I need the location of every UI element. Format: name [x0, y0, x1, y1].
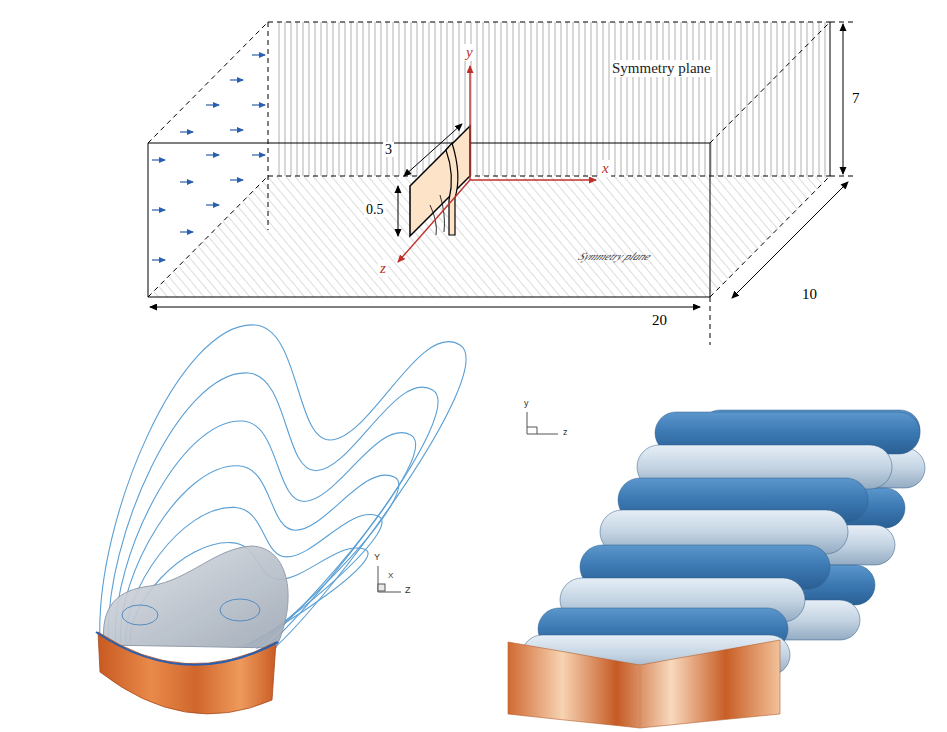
axis-label: X: [386, 572, 395, 581]
axis-label: z: [561, 428, 570, 438]
axis-label: y: [522, 399, 531, 409]
axis-label: Z: [403, 586, 413, 596]
axis-label: x: [600, 160, 611, 177]
plane-label: Symmetry plane: [574, 250, 657, 262]
dimension: 20: [650, 312, 669, 329]
axis-label: z: [378, 260, 388, 277]
dimension: 0.5: [364, 202, 386, 217]
plane-label: Symmetry plane: [610, 60, 713, 77]
axis-label: y: [464, 44, 475, 61]
axis-label: Y: [372, 553, 382, 563]
dimension: 7: [850, 90, 862, 107]
dimension: 3: [383, 142, 394, 157]
dimension: 10: [800, 286, 819, 303]
